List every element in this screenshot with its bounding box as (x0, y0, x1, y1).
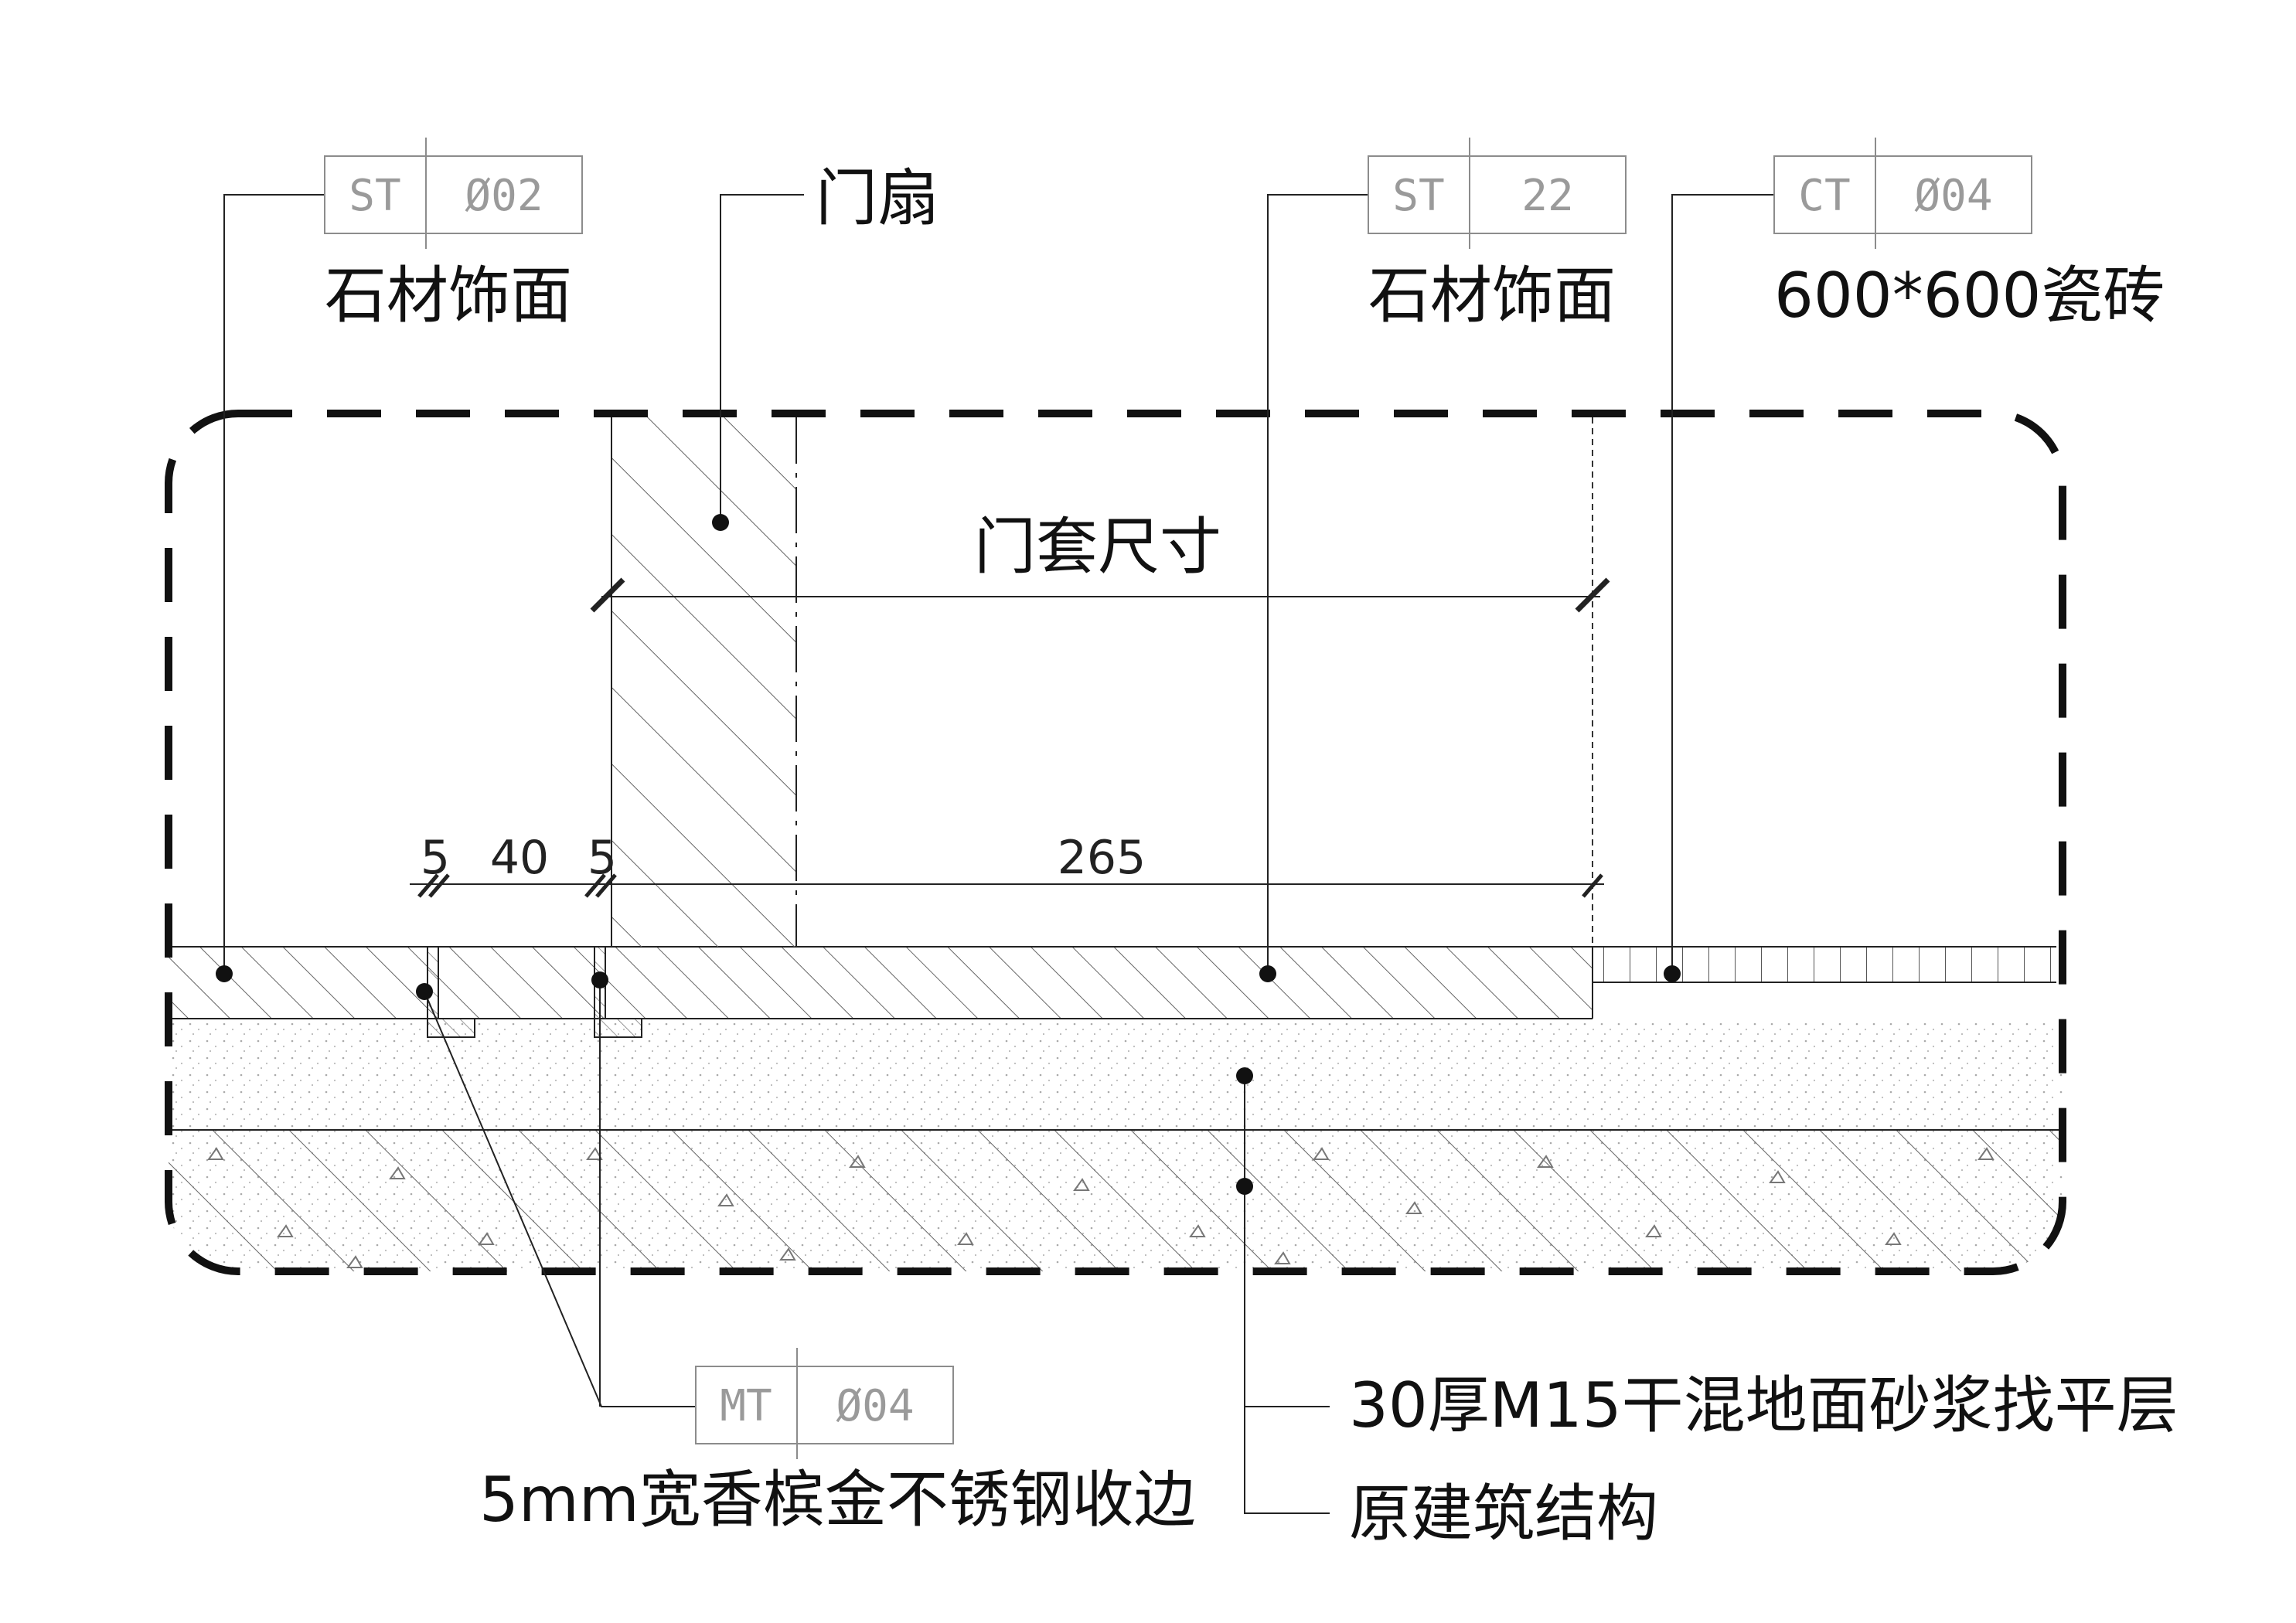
dimension-d3: 5 (588, 831, 617, 885)
door-leaf-section (611, 417, 796, 947)
label-tile: 600*600瓷砖 (1774, 260, 2165, 332)
frame-size-label: 门套尺寸 (974, 511, 1221, 583)
aggregate-marks (207, 1147, 1995, 1268)
section-layers (169, 417, 2063, 1271)
svg-text:22: 22 (1521, 171, 1573, 221)
stone-finish-layer (169, 947, 1593, 1019)
leader-lines (223, 194, 1774, 1514)
tag-stone-left: ST Ø02 (324, 138, 583, 249)
label-structure: 原建筑结构 (1349, 1478, 1658, 1550)
dimension-d2: 40 (490, 831, 549, 885)
dimension-d1: 5 (421, 831, 450, 885)
tag-tile: CT Ø04 (1773, 138, 2032, 249)
svg-text:ST: ST (349, 171, 400, 221)
dimension-chain (410, 873, 1604, 898)
label-stone-left: 石材饰面 (325, 260, 572, 332)
dimension-frame-size (590, 577, 1610, 613)
leader-dots (216, 514, 1681, 1195)
svg-text:Ø04: Ø04 (836, 1381, 914, 1431)
tag-stone-right: ST 22 (1368, 138, 1627, 249)
svg-text:Ø02: Ø02 (465, 171, 543, 221)
label-stone-right: 石材饰面 (1368, 260, 1616, 332)
screed-layer (169, 1019, 2063, 1130)
metal-trim-left (427, 946, 475, 1038)
svg-text:Ø04: Ø04 (1914, 171, 1992, 221)
tag-metal-trim: MT Ø04 (695, 1348, 954, 1459)
label-screed: 30厚M15干混地面砂浆找平层 (1349, 1370, 2178, 1441)
svg-text:CT: CT (1798, 171, 1850, 221)
tile-layer (1593, 947, 2056, 982)
svg-text:MT: MT (720, 1381, 772, 1431)
svg-text:ST: ST (1392, 171, 1444, 221)
label-metal-trim: 5mm宽香槟金不锈钢收边 (479, 1464, 1196, 1536)
detail-boundary (165, 410, 2066, 1275)
dimension-d4: 265 (1058, 831, 1146, 885)
label-door-leaf: 门扇 (816, 162, 939, 234)
